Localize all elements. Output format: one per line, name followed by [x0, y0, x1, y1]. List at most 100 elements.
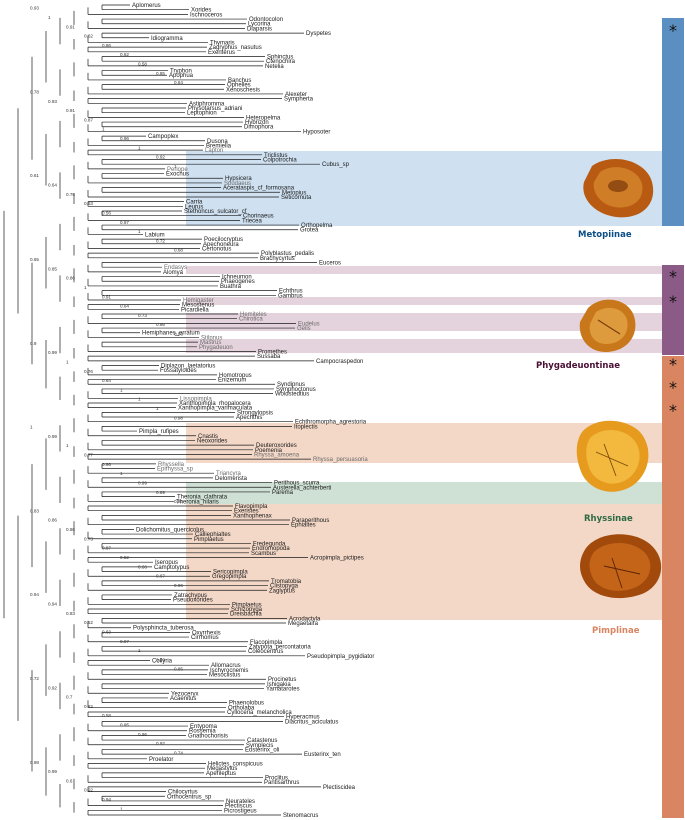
amber-fossil-phygadeuontinae: [579, 299, 636, 352]
taxon-label: Buathra: [220, 284, 242, 290]
taxon-label: Yamatarotes: [266, 687, 300, 693]
phygadeuontinae-bar: [662, 265, 684, 355]
taxon-label: Cnastis: [198, 434, 218, 440]
support-value: 0.76: [84, 369, 93, 374]
taxon-label: Entypoma: [190, 724, 218, 730]
taxon-label: Xenoschesis: [226, 87, 260, 93]
support-value: 0.98: [174, 332, 183, 337]
taxon-label: Dusona: [207, 139, 228, 145]
taxon-label: Cubus_sp: [322, 162, 350, 168]
taxon-label: Carria: [186, 200, 203, 206]
taxon-label: Picardiella: [181, 307, 209, 313]
taxon-label: Triclistus: [264, 153, 287, 159]
taxon-label: Tryphon: [170, 69, 192, 75]
taxon-label: Allomacrus: [211, 663, 241, 669]
support-value: 0.62: [120, 52, 129, 57]
support-value: 1: [138, 145, 141, 150]
support-value: 0.63: [102, 629, 111, 634]
taxon-label: Orthopelma: [301, 223, 333, 229]
taxon-label: Hemigaster: [183, 298, 214, 304]
support-value: 0.94: [102, 797, 111, 802]
support-value: 0.86: [48, 518, 57, 523]
taxon-label: Sussaba: [257, 354, 281, 360]
support-value: 0.91: [66, 108, 75, 113]
taxon-label: Leurus: [185, 204, 203, 210]
taxon-label: Diaparsis: [247, 26, 272, 32]
support-value: 1: [66, 359, 69, 364]
support-value: 0.98: [174, 415, 183, 420]
taxon-label: Spudaeus: [224, 181, 251, 187]
taxon-label: Picrostigeus: [224, 808, 257, 814]
taxon-label: Acaenitus: [170, 696, 196, 702]
taxon-label: Promethes: [258, 349, 287, 355]
pimplinae-bar: [662, 356, 684, 818]
support-value: 0.64: [120, 304, 129, 309]
taxon-label: Perithous_scurra: [274, 481, 320, 487]
taxon-label: Lissopimpla: [180, 396, 212, 402]
taxon-label: Ophelles: [227, 83, 251, 89]
taxon-label: Eudelus: [298, 321, 320, 327]
support-value: 0.58: [102, 713, 111, 718]
support-value: 0.87: [102, 546, 111, 551]
taxon-label: Symphoctonus: [276, 387, 316, 393]
clade-bands: [186, 151, 662, 620]
support-value: 0.52: [120, 555, 129, 560]
taxon-label: Hyperacmus: [286, 715, 320, 721]
taxon-label: Enizemum: [218, 378, 246, 384]
taxon-label: Zagryphus_nasutus: [209, 45, 262, 51]
taxon-label: Cirrhomus: [191, 635, 219, 641]
support-value: 0.62: [84, 34, 93, 39]
taxon-label: Sericopimpla: [213, 570, 248, 576]
taxon-label: Ishigakia: [267, 682, 291, 688]
taxon-label: Helictes_conspicuus: [208, 761, 263, 767]
support-value: 0.52: [84, 620, 93, 625]
taxon-label: Itoplectis: [294, 424, 318, 430]
taxon-label: Homotropus: [219, 373, 252, 379]
taxon-label: Campoplex: [148, 134, 178, 140]
support-value: 0.86: [102, 43, 111, 48]
taxon-label: Poecilocryptus: [204, 237, 243, 243]
support-value: 0.99: [48, 769, 57, 774]
taxon-label: Yezoceryx: [171, 691, 198, 697]
phygadeuontinae-label: Phygadeuontinae: [536, 361, 620, 371]
taxon-label: Gambrus: [278, 293, 303, 299]
taxon-label: Neoxorides: [197, 438, 227, 444]
support-value: 0.96: [174, 583, 183, 588]
support-value: 0.97: [120, 220, 129, 225]
taxon-label: Odontocolon: [249, 17, 283, 23]
rhyssinae-band: [186, 482, 662, 504]
taxon-label: Rhyssella: [158, 462, 185, 468]
taxon-label: Gnathochorisis: [188, 733, 228, 739]
taxon-label: Echthromorpha_agrestoria: [295, 420, 367, 426]
rhyssinae-label: Rhyssinae: [584, 514, 633, 524]
taxon-label: Plectiscus: [225, 804, 252, 810]
support-value: 1: [48, 15, 51, 20]
tree-branches: [3, 4, 321, 816]
support-values: 0.9310.910.620.860.620.580.850.640.780.9…: [30, 6, 183, 812]
taxon-label: Proclitus: [265, 776, 288, 782]
taxon-label: Collyria: [152, 658, 173, 664]
support-value: 0.99: [48, 434, 57, 439]
amber-fossil-pimplinae: [580, 534, 662, 599]
taxon-label: Exenterus: [208, 50, 235, 56]
taxon-label: Strongylopsis: [237, 410, 273, 416]
taxon-label: Rhyssa_amoena: [254, 452, 300, 458]
support-value: 1: [138, 229, 141, 234]
phygadeuontinae-band-4: [186, 339, 662, 353]
support-value: 0.85: [174, 667, 183, 672]
taxon-label: Colpotrochia: [263, 158, 297, 164]
taxon-label: Bremiella: [206, 143, 232, 149]
support-value: 0.58: [138, 62, 147, 67]
taxon-label: Oxyrrhexis: [192, 630, 221, 636]
taxon-label: Pantisarthrus: [264, 780, 299, 786]
taxon-label: Theronia_hilaris: [176, 499, 219, 505]
phygadeuontinae-band-3: [186, 313, 662, 331]
taxon-label: Thymaris: [210, 40, 235, 46]
taxon-label: Hyposoter: [303, 129, 330, 135]
taxon-label: Idiogramma: [151, 36, 183, 42]
taxon-label: Sympherta: [284, 97, 314, 103]
taxon-label: Astiphromma: [189, 101, 225, 107]
taxon-label: Hemiteles: [240, 312, 267, 318]
taxon-label: Tromatobia: [271, 579, 302, 585]
support-value: 0.73: [84, 536, 93, 541]
